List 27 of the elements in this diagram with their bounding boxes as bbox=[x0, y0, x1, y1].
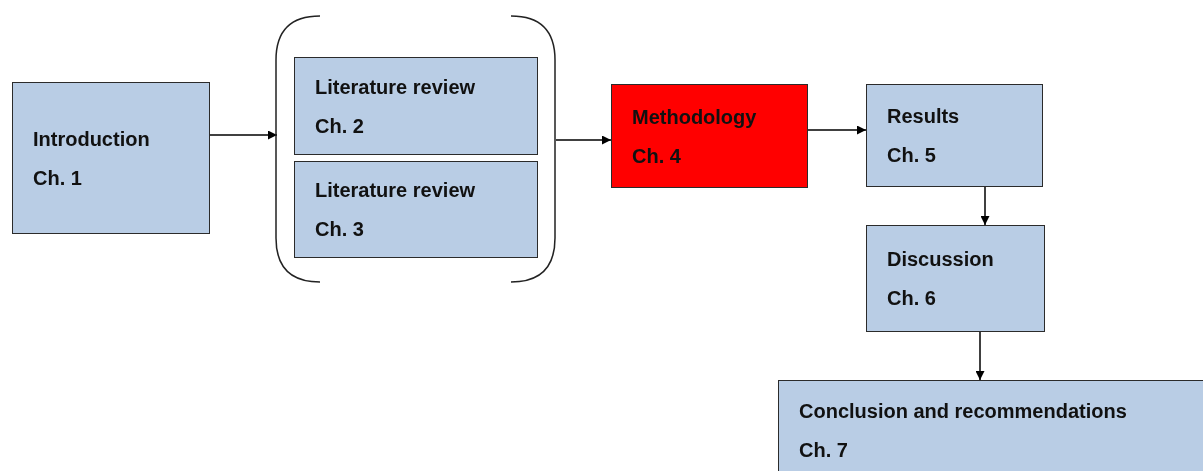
process-box bbox=[12, 82, 210, 234]
arrow bbox=[975, 331, 985, 381]
chapter-label: Ch. 6 bbox=[887, 287, 937, 309]
process-box bbox=[866, 84, 1043, 187]
chapter-label: Ch. 2 bbox=[315, 114, 365, 137]
box-title: Discussion bbox=[887, 248, 995, 270]
box-title: Conclusion and recommendations bbox=[799, 399, 1128, 422]
process-box bbox=[294, 161, 538, 258]
box-title: Literature review bbox=[315, 75, 477, 98]
box-title: Results bbox=[887, 105, 961, 127]
process-box bbox=[294, 57, 538, 155]
chapter-label: Ch. 1 bbox=[33, 166, 83, 189]
arrow bbox=[980, 186, 990, 226]
chapter-label: Ch. 5 bbox=[887, 144, 937, 166]
arrow bbox=[555, 135, 612, 145]
chapter-label: Ch. 3 bbox=[315, 218, 365, 240]
process-box bbox=[778, 380, 1203, 471]
chapter-label: Ch. 4 bbox=[632, 144, 682, 167]
arrow bbox=[209, 130, 278, 140]
box-title: Introduction bbox=[33, 127, 151, 150]
highlighted-process-box bbox=[611, 84, 808, 188]
box-title: Literature review bbox=[315, 179, 477, 201]
bracket-group bbox=[275, 15, 556, 283]
chapter-label: Ch. 7 bbox=[799, 438, 849, 461]
process-box bbox=[866, 225, 1045, 332]
box-title: Methodology bbox=[632, 105, 758, 128]
arrow bbox=[807, 125, 867, 135]
